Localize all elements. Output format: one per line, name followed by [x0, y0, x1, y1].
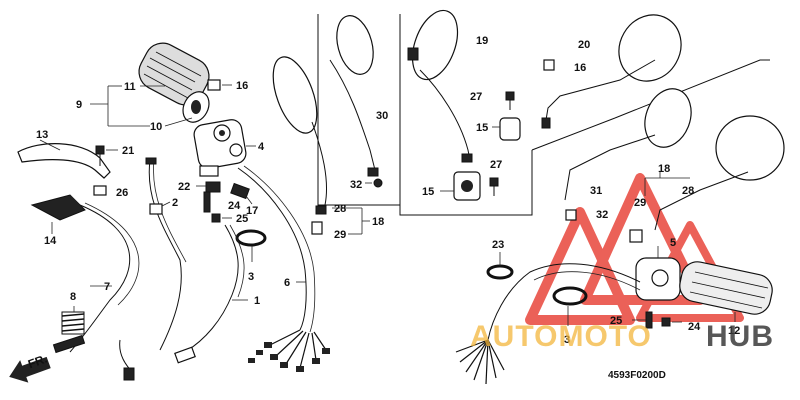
- spring-8: [61, 306, 85, 335]
- diagram-code: 4593F0200D: [608, 370, 666, 381]
- right-switch-housing: [635, 257, 681, 301]
- callout-18-left: 18: [372, 216, 384, 228]
- bolts-27: [489, 91, 515, 196]
- callout-21: 21: [122, 145, 134, 157]
- callout-25-right: 25: [610, 315, 622, 327]
- callout-15-lower: 15: [422, 186, 434, 198]
- mirror-right-top: [541, 14, 682, 129]
- watermark-brand-right: HUB: [706, 320, 774, 353]
- right-harness: [455, 263, 641, 385]
- screw-25-left: [211, 213, 232, 223]
- cable-end-7: [52, 334, 86, 354]
- callout-25-left: 25: [236, 213, 248, 225]
- callout-16-right: 16: [574, 62, 586, 74]
- mirror-bracket-14: [30, 194, 86, 221]
- callout-30: 30: [376, 110, 388, 122]
- throttle-grip: [138, 42, 210, 123]
- callout-31: 31: [590, 185, 602, 197]
- callout-19: 19: [476, 35, 488, 47]
- callout-3: 3: [248, 271, 254, 283]
- wire-harness-6: [237, 165, 330, 372]
- cable-7: [69, 202, 140, 353]
- callout-27-lower: 27: [490, 159, 502, 171]
- clutch-lever: [17, 139, 111, 196]
- clamp-15-center: [440, 171, 481, 201]
- callout-28-left: 28: [334, 203, 346, 215]
- switch-housing: [193, 119, 256, 177]
- callout-5: 5: [670, 237, 676, 249]
- screw-22: [196, 181, 221, 193]
- bolt-24-left: [203, 191, 211, 213]
- cable-2: [119, 157, 187, 381]
- nut-group-28-29: [311, 207, 370, 235]
- callout-22: 22: [178, 181, 190, 193]
- callout-28-right: 28: [682, 185, 694, 197]
- callout-18-right: 18: [658, 163, 670, 175]
- front-direction-label: FR.: [26, 352, 49, 372]
- callout-15-upper: 15: [476, 122, 488, 134]
- callout-9: 9: [76, 99, 82, 111]
- callout-32-right: 32: [596, 209, 608, 221]
- callout-13: 13: [36, 129, 48, 141]
- grip-callouts: [90, 85, 193, 127]
- callout-20: 20: [578, 39, 590, 51]
- callout-24-right: 24: [688, 321, 701, 333]
- mirror-left-a: [272, 56, 328, 215]
- callout-29-right: 29: [634, 197, 646, 209]
- right-grip: [679, 261, 773, 322]
- front-direction-arrow: [9, 356, 51, 383]
- callout-16-left: 16: [236, 80, 248, 92]
- bolt-16-left: [207, 79, 232, 91]
- callout-7: 7: [104, 281, 110, 293]
- band-3-right: [552, 286, 588, 326]
- mirror-center: [407, 9, 473, 163]
- band-23: [486, 252, 514, 280]
- bracket-18-28: [629, 172, 690, 243]
- callout-14: 14: [44, 235, 57, 247]
- callout-6: 6: [284, 277, 290, 289]
- mirror-right-middle: [564, 88, 692, 221]
- screw-17: [230, 182, 253, 205]
- callout-10: 10: [150, 121, 162, 133]
- watermark-text: AUTOMOTO HUB: [470, 320, 774, 353]
- callout-32-left: 32: [350, 179, 362, 191]
- callout-11: 11: [124, 81, 136, 93]
- callout-4: 4: [258, 141, 265, 153]
- right-small-parts: [632, 246, 682, 329]
- callout-8: 8: [70, 291, 76, 303]
- callout-3-right: 3: [564, 334, 570, 346]
- callout-24-left: 24: [228, 200, 241, 212]
- callout-29-left: 29: [334, 229, 346, 241]
- cable-1: [174, 224, 248, 364]
- callout-labels: 1 2 3 4 6 7 8 9 10 11 13 14 16 17 21 22 …: [36, 35, 740, 346]
- callout-27-upper: 27: [470, 91, 482, 103]
- callout-23: 23: [492, 239, 504, 251]
- bolt-21: [95, 145, 118, 166]
- callout-26: 26: [116, 187, 128, 199]
- mirror-right-lower: [654, 115, 785, 231]
- callout-2: 2: [172, 197, 178, 209]
- callout-12: 12: [728, 325, 740, 337]
- band-3-left: [235, 229, 267, 262]
- watermark-brand-left: AUTOMOTO: [470, 320, 652, 353]
- callout-17: 17: [246, 205, 258, 217]
- callout-1: 1: [254, 295, 260, 307]
- mirror-left-b: [329, 15, 383, 188]
- clamp-15-upper: [492, 117, 521, 141]
